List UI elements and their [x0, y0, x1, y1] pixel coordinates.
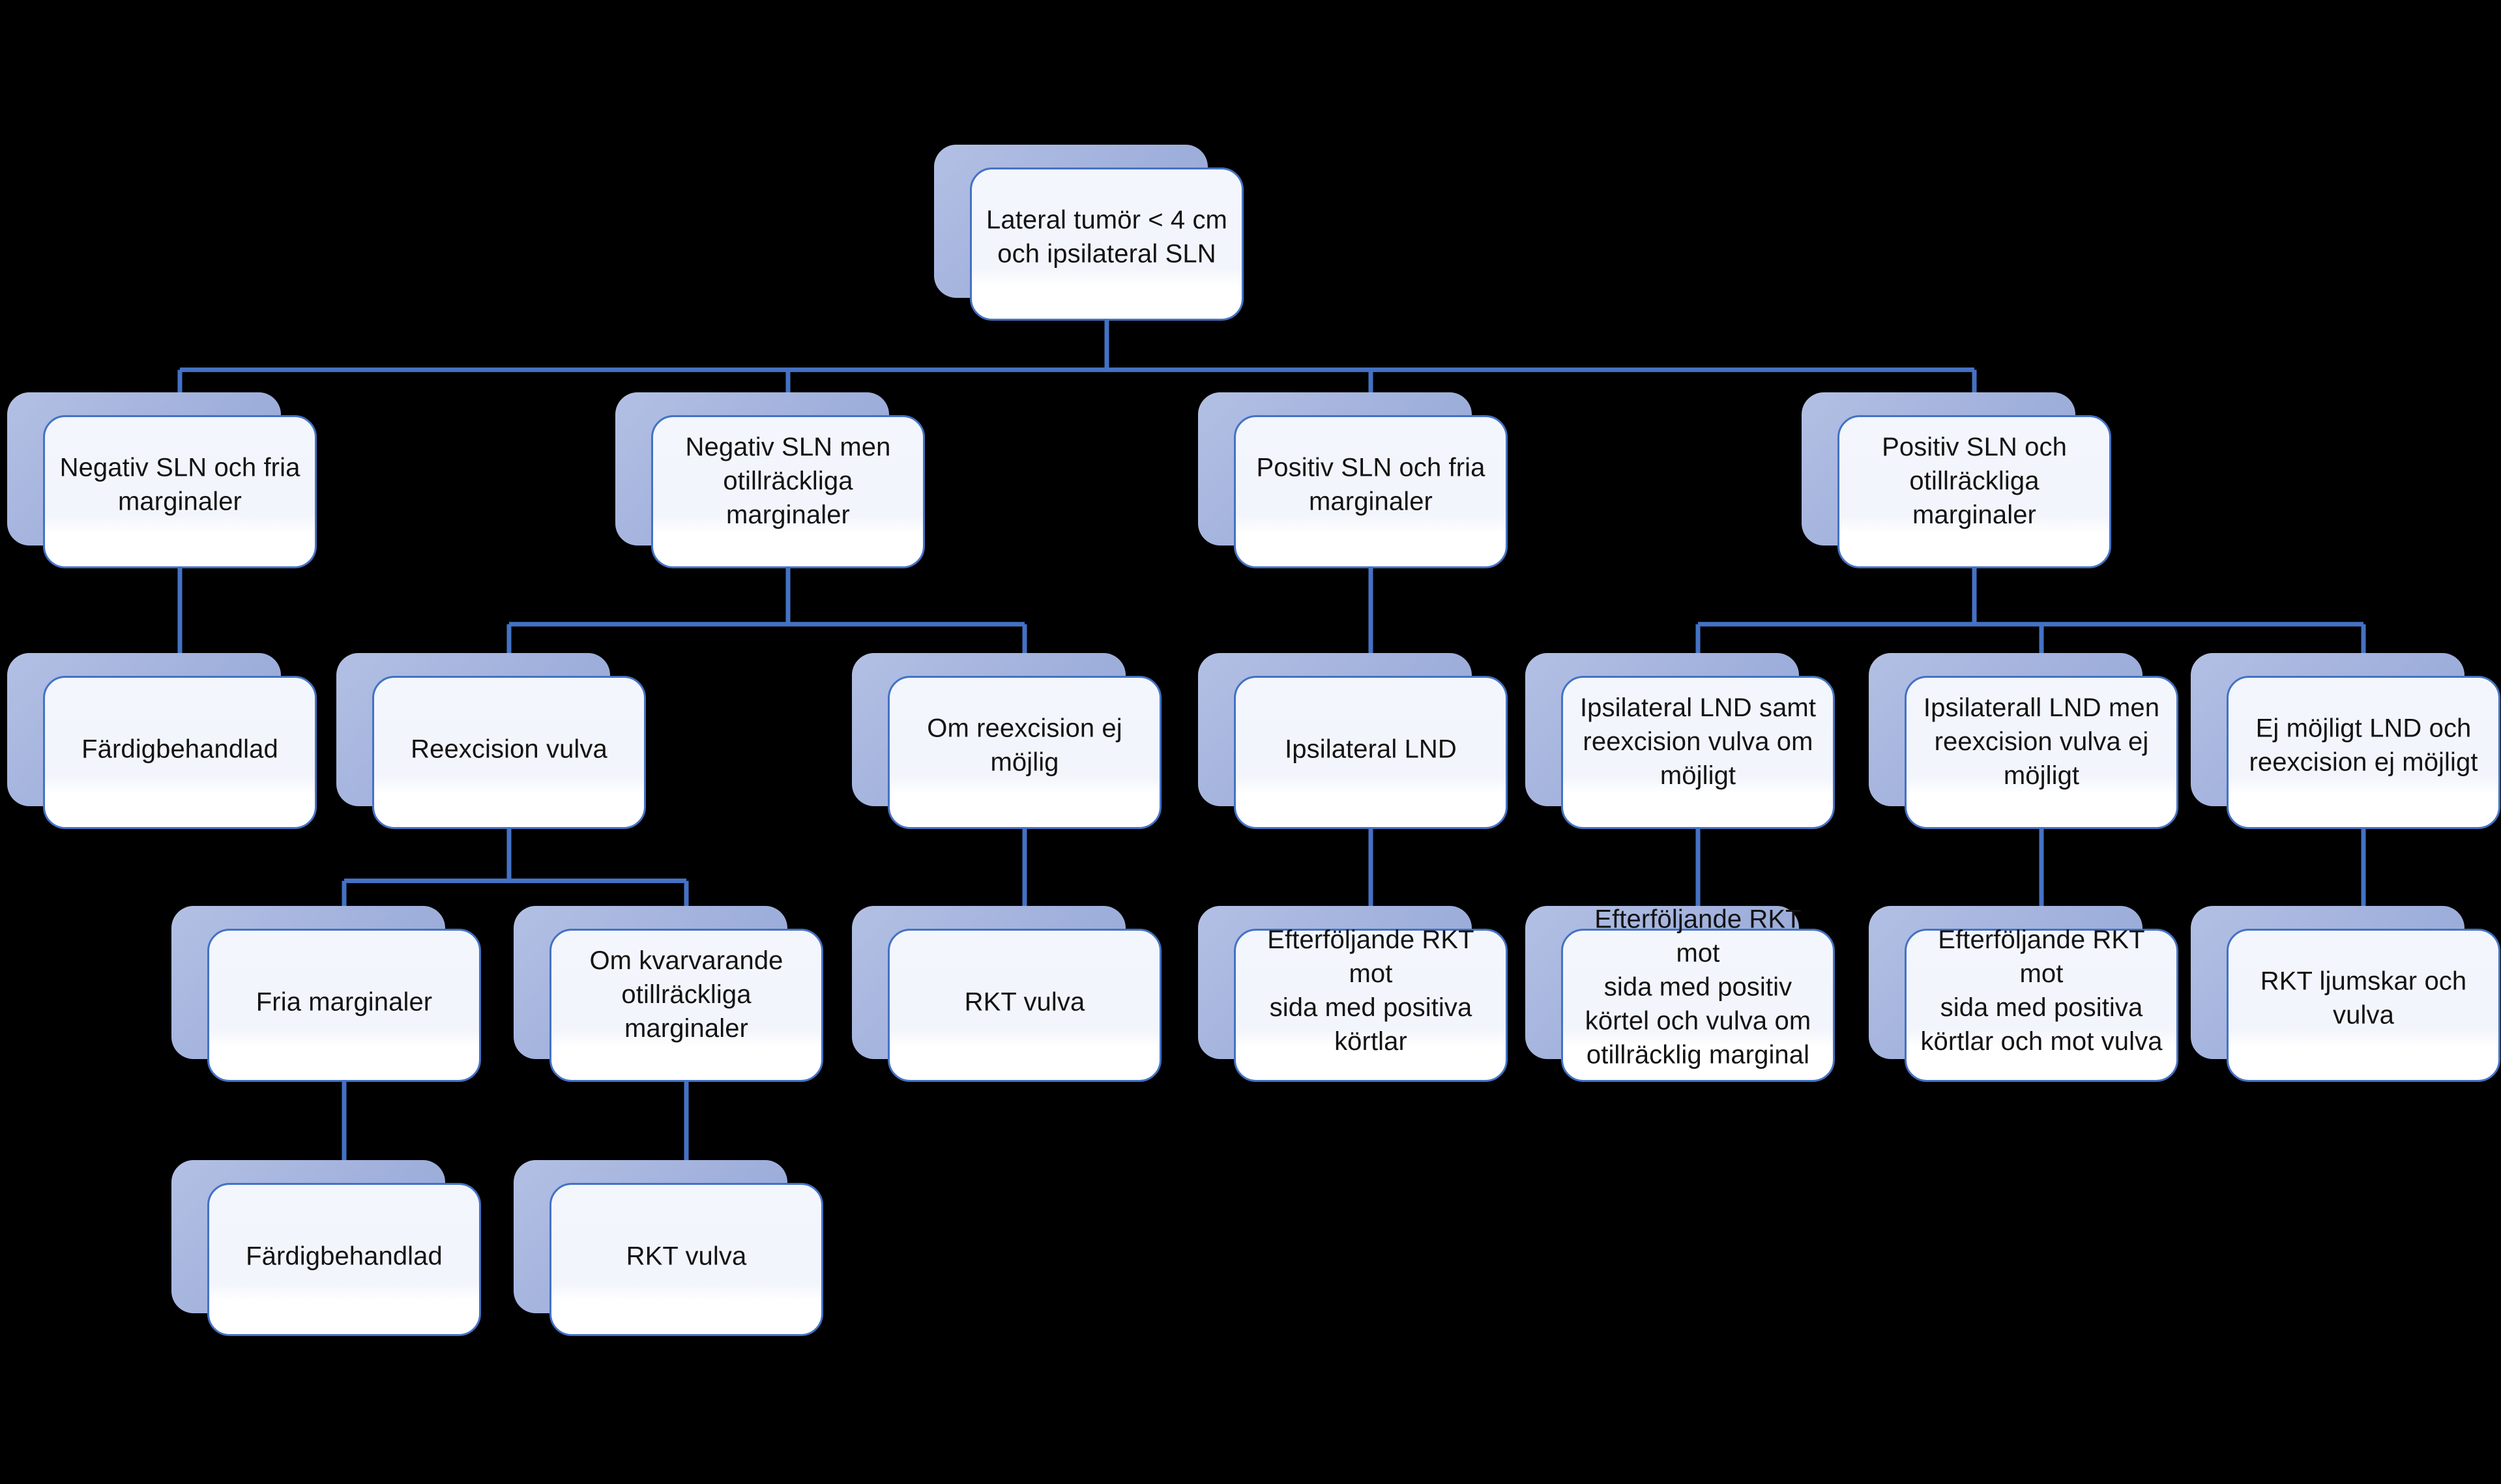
- node-label: Fria marginaler: [220, 985, 469, 1019]
- flow-node-n4a1[interactable]: Efterföljande RKT mot sida med positiv k…: [1525, 906, 1799, 1059]
- flow-node-n2a1a[interactable]: Färdigbehandlad: [171, 1160, 445, 1313]
- flow-node-n4b1[interactable]: Efterföljande RKT mot sida med positiva …: [1869, 906, 2143, 1059]
- node-card[interactable]: Reexcision vulva: [372, 676, 646, 829]
- node-card[interactable]: Efterföljande RKT mot sida med positiv k…: [1561, 929, 1835, 1082]
- node-card[interactable]: Positiv SLN och fria marginaler: [1234, 415, 1508, 568]
- node-label: Färdigbehandlad: [220, 1239, 469, 1273]
- flow-node-n2a[interactable]: Reexcision vulva: [336, 653, 610, 806]
- flow-node-n3[interactable]: Positiv SLN och fria marginaler: [1198, 392, 1472, 546]
- node-label: Om kvarvarande otillräckliga marginaler: [563, 943, 811, 1045]
- node-card[interactable]: Om reexcision ej möjlig: [888, 676, 1162, 829]
- node-card[interactable]: RKT vulva: [549, 1183, 823, 1336]
- node-label: Efterföljande RKT mot sida med positiva …: [1918, 923, 2166, 1058]
- node-card[interactable]: Efterföljande RKT mot sida med positiva …: [1234, 929, 1508, 1082]
- node-card[interactable]: Ej möjligt LND och reexcision ej möjligt: [2227, 676, 2500, 829]
- node-card[interactable]: RKT ljumskar och vulva: [2227, 929, 2500, 1082]
- node-label: Efterföljande RKT mot sida med positiva …: [1247, 923, 1495, 1058]
- node-label: Färdigbehandlad: [56, 732, 304, 766]
- flow-node-n4[interactable]: Positiv SLN och otillräckliga marginaler: [1802, 392, 2075, 546]
- node-card[interactable]: Negativ SLN och fria marginaler: [43, 415, 317, 568]
- node-label: Negativ SLN och fria marginaler: [56, 450, 304, 518]
- node-label: Ipsilaterall LND men reexcision vulva ej…: [1918, 690, 2166, 792]
- node-card[interactable]: Färdigbehandlad: [207, 1183, 481, 1336]
- flow-node-n3a[interactable]: Ipsilateral LND: [1198, 653, 1472, 806]
- node-card[interactable]: Ipsilateral LND samt reexcision vulva om…: [1561, 676, 1835, 829]
- node-label: RKT vulva: [901, 985, 1149, 1019]
- node-label: RKT vulva: [563, 1239, 811, 1273]
- node-card[interactable]: Positiv SLN och otillräckliga marginaler: [1837, 415, 2111, 568]
- flow-node-n2a1[interactable]: Fria marginaler: [171, 906, 445, 1059]
- node-card[interactable]: RKT vulva: [888, 929, 1162, 1082]
- flow-node-n4b[interactable]: Ipsilaterall LND men reexcision vulva ej…: [1869, 653, 2143, 806]
- flow-node-n2b1[interactable]: RKT vulva: [852, 906, 1126, 1059]
- node-label: Om reexcision ej möjlig: [901, 711, 1149, 779]
- flow-node-n4c1[interactable]: RKT ljumskar och vulva: [2191, 906, 2464, 1059]
- node-label: Positiv SLN och fria marginaler: [1247, 450, 1495, 518]
- node-label: Efterföljande RKT mot sida med positiv k…: [1574, 902, 1822, 1071]
- node-card[interactable]: Ipsilateral LND: [1234, 676, 1508, 829]
- node-label: Ipsilateral LND: [1247, 732, 1495, 766]
- flow-node-n1[interactable]: Negativ SLN och fria marginaler: [7, 392, 281, 546]
- flow-node-root[interactable]: Lateral tumör < 4 cm och ipsilateral SLN: [934, 145, 1208, 298]
- node-label: Negativ SLN men otillräckliga marginaler: [664, 429, 913, 531]
- node-card[interactable]: Om kvarvarande otillräckliga marginaler: [549, 929, 823, 1082]
- node-label: Ej möjligt LND och reexcision ej möjligt: [2240, 711, 2488, 779]
- flow-node-n4a[interactable]: Ipsilateral LND samt reexcision vulva om…: [1525, 653, 1799, 806]
- flow-node-n2[interactable]: Negativ SLN men otillräckliga marginaler: [615, 392, 889, 546]
- flow-node-n2b[interactable]: Om reexcision ej möjlig: [852, 653, 1126, 806]
- flow-node-n2a2[interactable]: Om kvarvarande otillräckliga marginaler: [514, 906, 787, 1059]
- node-card[interactable]: Lateral tumör < 4 cm och ipsilateral SLN: [970, 167, 1244, 321]
- flow-node-n3a1[interactable]: Efterföljande RKT mot sida med positiva …: [1198, 906, 1472, 1059]
- node-card[interactable]: Fria marginaler: [207, 929, 481, 1082]
- node-label: Reexcision vulva: [385, 732, 634, 766]
- node-label: RKT ljumskar och vulva: [2240, 964, 2488, 1032]
- node-card[interactable]: Färdigbehandlad: [43, 676, 317, 829]
- node-label: Lateral tumör < 4 cm och ipsilateral SLN: [983, 203, 1231, 270]
- flow-node-n4c[interactable]: Ej möjligt LND och reexcision ej möjligt: [2191, 653, 2464, 806]
- node-card[interactable]: Negativ SLN men otillräckliga marginaler: [651, 415, 925, 568]
- node-label: Ipsilateral LND samt reexcision vulva om…: [1574, 690, 1822, 792]
- flow-node-n2a2a[interactable]: RKT vulva: [514, 1160, 787, 1313]
- node-card[interactable]: Efterföljande RKT mot sida med positiva …: [1905, 929, 2178, 1082]
- flow-node-n1a[interactable]: Färdigbehandlad: [7, 653, 281, 806]
- node-label: Positiv SLN och otillräckliga marginaler: [1850, 429, 2099, 531]
- node-card[interactable]: Ipsilaterall LND men reexcision vulva ej…: [1905, 676, 2178, 829]
